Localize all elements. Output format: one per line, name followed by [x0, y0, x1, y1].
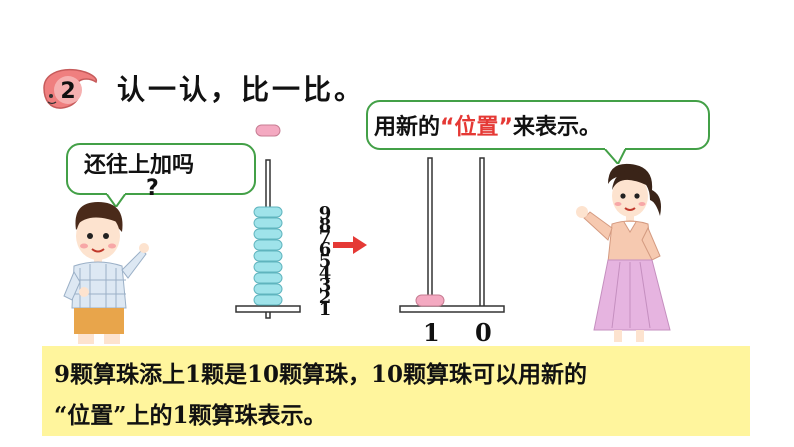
girl-speech-text: 用新的“位置”来表示。 — [374, 109, 601, 141]
summary-line-1: 9颗算珠添上1颗是10颗算珠，10颗算珠可以用新的 — [54, 361, 588, 388]
abacus-bead — [253, 283, 283, 295]
abacus-bead — [253, 206, 283, 218]
boy-speech-question-mark: ? — [146, 176, 159, 201]
bead-count-label: 7 — [318, 227, 332, 248]
bead-count-label: 2 — [318, 287, 332, 308]
boy-bubble-tail — [106, 193, 127, 207]
bead-count-label: 4 — [318, 263, 332, 284]
abacus-bead — [253, 239, 283, 251]
lesson-title: 认一认，比一比。 — [117, 73, 366, 106]
girl-speech-suffix: 来表示。 — [512, 115, 601, 140]
abacus-left-beads — [253, 206, 283, 306]
abacus-bead — [253, 272, 283, 284]
bead-count-label: 8 — [318, 215, 332, 236]
boy-speech-text: 还往上加吗 — [84, 153, 195, 178]
abacus-left-base — [235, 305, 301, 313]
girl-illustration — [576, 163, 671, 342]
bead-count-label: 1 — [318, 299, 332, 320]
place-label-tens: 1 — [423, 318, 440, 347]
boy-speech-bubble — [66, 143, 256, 195]
summary-banner — [42, 346, 750, 436]
abacus-bead — [253, 261, 283, 273]
bead-count-label: 6 — [318, 239, 332, 260]
girl-speech-prefix: 用新的 — [374, 115, 441, 140]
abacus-bead — [253, 217, 283, 229]
boy-illustration — [63, 202, 149, 344]
place-label-ones: 0 — [475, 318, 492, 347]
abacus-tens-rod — [427, 157, 433, 309]
girl-speech-highlight: “位置” — [440, 115, 513, 140]
bead-count-label: 9 — [318, 203, 332, 224]
tens-bead — [415, 294, 445, 307]
abacus-bead — [253, 294, 283, 306]
bead-count-label: 3 — [318, 275, 332, 296]
abacus-bead — [253, 228, 283, 240]
lesson-number-badge: 2 — [43, 68, 98, 109]
summary-line-2: “位置”上的1颗算珠表示。 — [54, 402, 327, 429]
lesson-number: 2 — [60, 79, 75, 104]
abacus-right-base — [399, 305, 505, 313]
abacus-extra-bead — [255, 124, 281, 137]
girl-speech-bubble — [366, 100, 710, 150]
girl-bubble-tail — [604, 148, 627, 164]
abacus-nine-beads — [235, 124, 301, 319]
abacus-bead — [253, 250, 283, 262]
abacus-ones-rod — [479, 157, 485, 309]
bead-count-label: 5 — [318, 251, 332, 272]
abacus-place-value — [399, 157, 505, 313]
red-arrow-icon — [333, 236, 367, 254]
